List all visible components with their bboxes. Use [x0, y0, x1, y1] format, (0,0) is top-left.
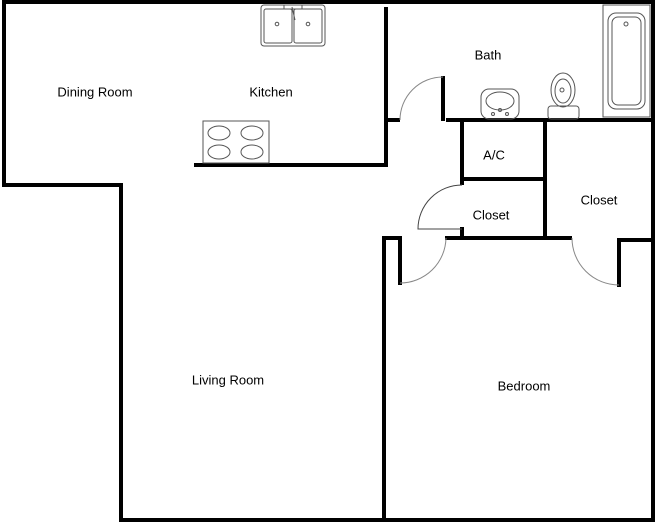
- kitchen-sink-icon: [260, 4, 326, 47]
- room-label-dining: Dining Room: [57, 84, 133, 100]
- closet-large-door-swing[interactable]: [571, 237, 620, 286]
- room-label-ac: A/C: [483, 147, 505, 163]
- kitchen-wall: [194, 7, 388, 167]
- room-label-living: Living Room: [191, 372, 265, 388]
- room-label-bath: Bath: [474, 47, 502, 63]
- bathtub-icon: [602, 4, 651, 118]
- closet-door-swing[interactable]: [417, 184, 463, 230]
- bedroom-right-stub: [617, 238, 655, 287]
- stove-icon: [202, 120, 270, 164]
- bath-door-swing[interactable]: [399, 76, 444, 121]
- bedroom-left-wall: [382, 236, 399, 522]
- room-label-closet-small: Closet: [472, 207, 510, 223]
- bathroom-sink-icon: [480, 88, 520, 120]
- room-label-closet-large: Closet: [580, 192, 618, 208]
- room-label-bedroom: Bedroom: [497, 378, 551, 394]
- bedroom-door-swing[interactable]: [399, 237, 447, 284]
- doors: [399, 76, 620, 286]
- room-label-kitchen: Kitchen: [249, 84, 293, 100]
- toilet-icon: [547, 72, 580, 120]
